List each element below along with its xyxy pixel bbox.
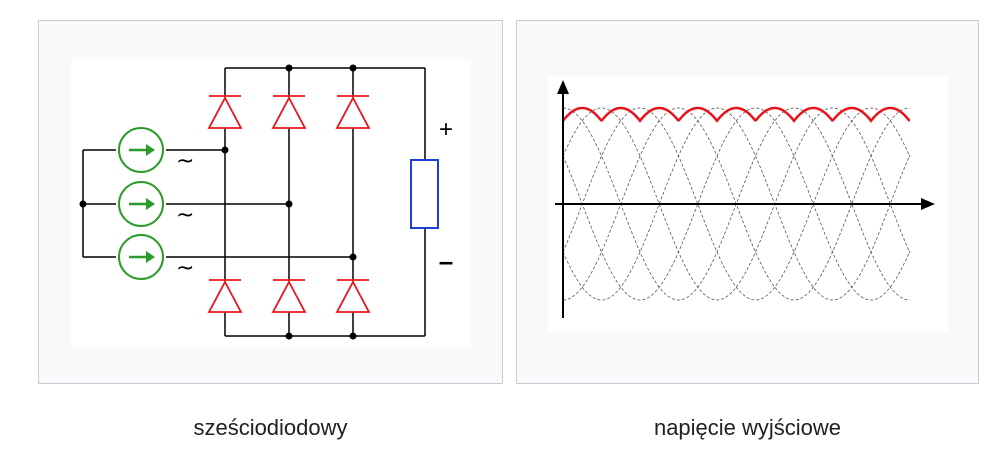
y-axis-arrow — [557, 80, 569, 94]
ac-symbol: ~ — [176, 149, 194, 174]
junction-dot — [221, 146, 229, 154]
ac-sources: ~ ~ ~ — [118, 127, 194, 281]
diodes — [207, 95, 371, 313]
output-envelope-curve — [562, 106, 910, 123]
junction-dot — [349, 64, 357, 72]
junction-dot — [285, 64, 293, 72]
diode — [335, 279, 371, 313]
junction-dot — [349, 253, 357, 261]
ac-symbol: ~ — [176, 256, 194, 281]
load-resistor — [410, 159, 439, 229]
phase-curve — [562, 107, 911, 301]
junction-dot — [285, 200, 293, 208]
junction-dot — [285, 332, 293, 340]
ac-source: ~ — [118, 127, 194, 174]
ac-symbol: ~ — [176, 203, 194, 228]
phase-curve — [562, 107, 911, 301]
ac-source: ~ — [118, 234, 194, 281]
ac-source: ~ — [118, 181, 194, 228]
axes — [555, 92, 924, 318]
phase-curve — [562, 107, 911, 301]
junction-dots — [79, 64, 357, 340]
diode — [335, 95, 371, 129]
minus-symbol: – — [439, 246, 453, 276]
x-axis-arrow — [921, 198, 935, 210]
diode — [271, 95, 307, 129]
phase-curve — [562, 107, 911, 301]
junction-dot — [79, 200, 87, 208]
diode — [207, 95, 243, 129]
diode — [207, 279, 243, 313]
plus-symbol: + — [439, 116, 453, 143]
caption-left: sześciodiodowy — [193, 415, 348, 440]
diode — [271, 279, 307, 313]
junction-dot — [349, 332, 357, 340]
caption-right: napięcie wyjściowe — [653, 415, 842, 440]
